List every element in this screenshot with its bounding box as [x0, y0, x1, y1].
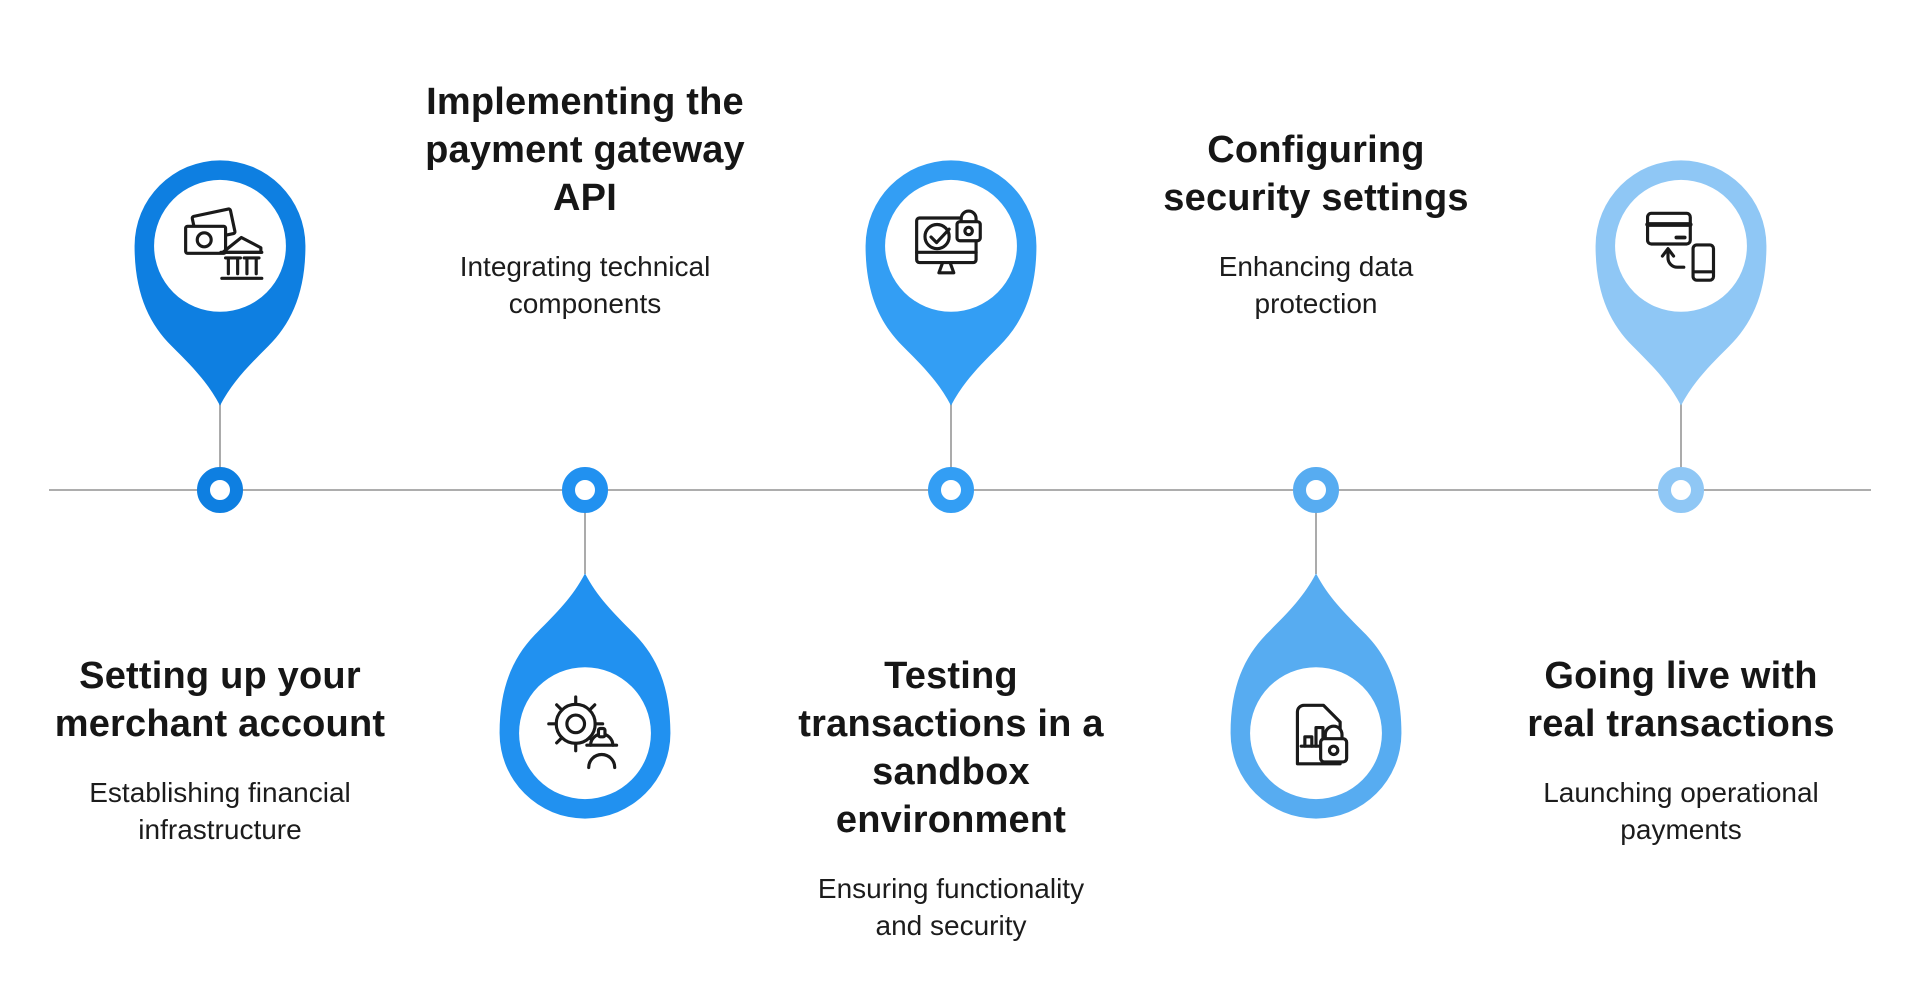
document-chart-lock-icon: [1295, 703, 1349, 766]
pin-inner-circle: [519, 667, 651, 800]
step-5-text: Going live with real transactions Launch…: [1461, 652, 1901, 848]
step-5-timeline-marker: [1658, 467, 1704, 513]
step-1-pin: [134, 160, 306, 406]
step-4-text: Configuring security settings Enhancing …: [1096, 126, 1536, 322]
step-5-pin: [1595, 160, 1767, 406]
step-5-title: Going live with real transactions: [1527, 655, 1835, 745]
step-column-4: Configuring security settings Enhancing …: [1096, 0, 1536, 998]
step-4-connector: [1315, 512, 1317, 574]
step-1-connector: [219, 404, 221, 468]
step-3-pin: [865, 160, 1037, 406]
step-3-connector: [950, 404, 952, 468]
step-column-5: Going live with real transactions Launch…: [1461, 0, 1901, 998]
step-2-pin: [499, 573, 671, 819]
money-bank-icon: [184, 207, 264, 280]
step-2-timeline-marker: [562, 467, 608, 513]
step-5-connector: [1680, 404, 1682, 468]
step-1-text: Setting up your merchant account Establi…: [0, 652, 440, 848]
step-2-text: Implementing the payment gateway API Int…: [365, 78, 805, 322]
step-4-timeline-marker: [1293, 467, 1339, 513]
step-3-subtitle: Ensuring functionality and security: [817, 873, 1085, 941]
step-column-2: Implementing the payment gateway API Int…: [365, 0, 805, 998]
step-1-title: Setting up your merchant account: [54, 655, 386, 745]
step-2-connector: [584, 512, 586, 574]
step-4-pin: [1230, 573, 1402, 819]
step-4-subtitle: Enhancing data protection: [1218, 251, 1414, 319]
pin-inner-circle: [1615, 179, 1747, 312]
step-column-1: Setting up your merchant account Establi…: [0, 0, 440, 998]
monitor-check-lock-icon: [915, 209, 982, 275]
step-4-title: Configuring security settings: [1163, 129, 1469, 219]
step-2-subtitle: Integrating technical components: [459, 251, 711, 319]
step-3-timeline-marker: [928, 467, 974, 513]
step-column-3: Testing transactions in a sandbox enviro…: [731, 0, 1171, 998]
step-1-subtitle: Establishing financial infrastructure: [89, 777, 351, 845]
step-3-title: Testing transactions in a sandbox enviro…: [798, 655, 1104, 841]
gear-engineer-icon: [547, 695, 619, 770]
step-5-subtitle: Launching operational payments: [1543, 777, 1819, 845]
step-1-timeline-marker: [197, 467, 243, 513]
card-phone-transfer-icon: [1645, 211, 1716, 282]
step-3-text: Testing transactions in a sandbox enviro…: [731, 652, 1171, 944]
step-2-title: Implementing the payment gateway API: [425, 81, 745, 219]
